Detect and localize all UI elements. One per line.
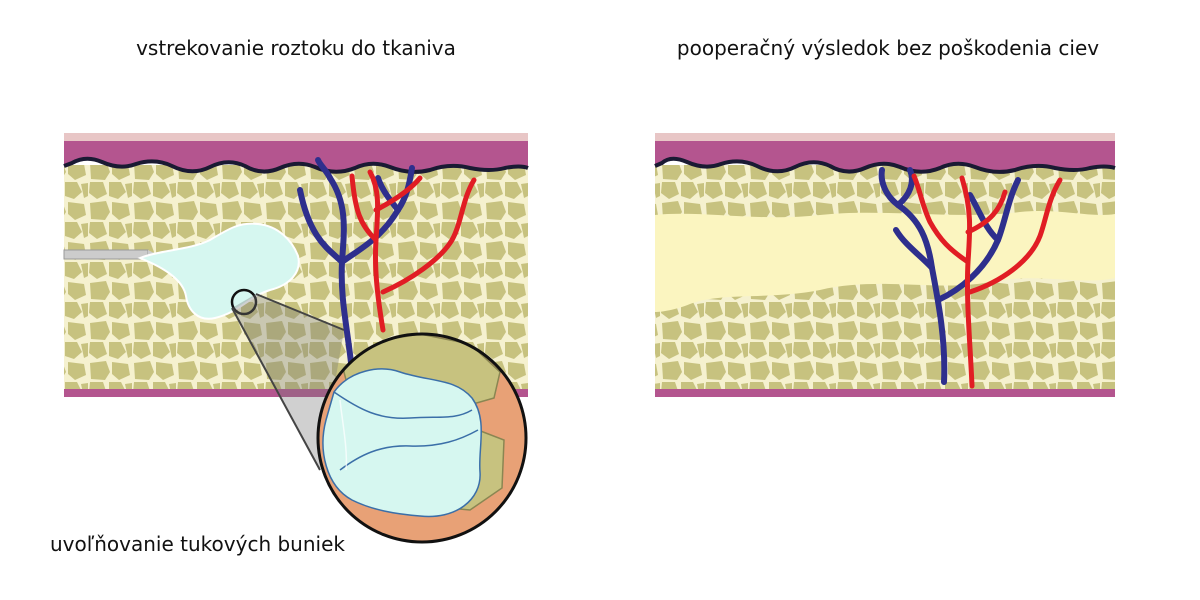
zoom-source-ring — [230, 288, 258, 316]
left-skin-surface — [64, 133, 528, 142]
zoom-beam — [232, 294, 344, 470]
needle — [63, 249, 149, 260]
injected-solution — [137, 222, 300, 320]
left-panel-title: vstrekovanie roztoku do tkaniva — [136, 36, 456, 60]
right-bottom-membrane — [655, 389, 1115, 397]
right-panel-title: pooperačný výsledok bez poškodenia ciev — [676, 36, 1100, 60]
right-skin-surface — [655, 133, 1115, 142]
zoom-magnifier — [316, 332, 528, 544]
right-skin-outline — [654, 156, 1116, 174]
zoom-line-upper — [255, 293, 345, 331]
zoom-solution — [322, 368, 482, 518]
zoom-caption: uvoľňovanie tukových buniek — [50, 532, 345, 556]
left-epidermis — [64, 141, 528, 172]
left-bottom-membrane — [64, 389, 528, 397]
right-artery — [911, 173, 1063, 389]
right-skin-section — [654, 133, 1116, 397]
left-skin-outline — [63, 156, 529, 174]
right-epidermis — [655, 141, 1115, 172]
zoom-line-lower — [231, 307, 321, 471]
right-vein — [878, 167, 1021, 385]
zoom-magnifier-ring — [316, 332, 528, 544]
left-artery — [349, 169, 477, 333]
left-vein — [297, 157, 415, 375]
left-skin-section — [63, 133, 529, 544]
